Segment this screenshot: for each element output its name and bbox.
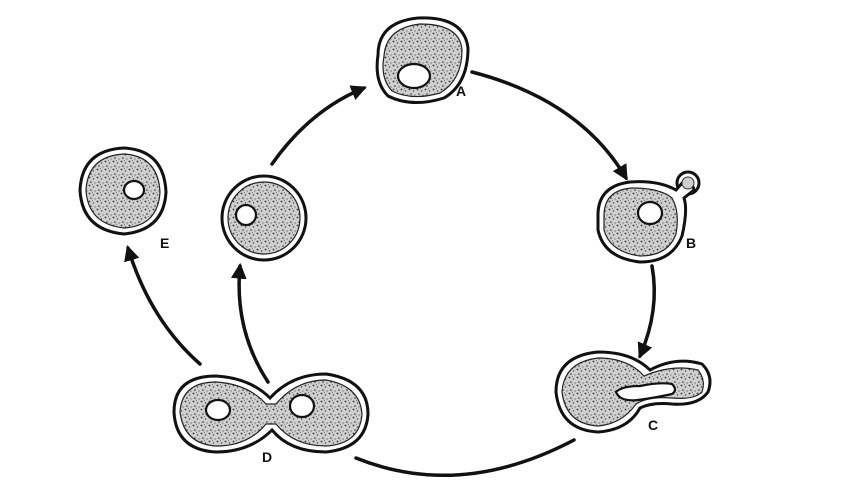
label-c: C — [648, 417, 658, 433]
arrow-a-to-b — [470, 70, 628, 181]
cell-e — [78, 146, 168, 236]
arrow-d-to-e — [124, 244, 202, 366]
arrow-b-to-c — [637, 264, 657, 359]
label-a: A — [456, 83, 466, 99]
arrow-c-to-d — [354, 438, 576, 477]
daughter-cell — [220, 174, 308, 262]
label-e: E — [160, 235, 169, 251]
cell-c — [554, 350, 712, 434]
arrow-d-to-daughter — [230, 262, 270, 384]
label-b: B — [686, 235, 696, 251]
cell-b — [596, 170, 701, 264]
cell-a — [375, 16, 470, 104]
arrow-daughter-to-a — [270, 85, 367, 166]
label-d: D — [262, 449, 272, 465]
cell-d — [172, 372, 370, 454]
